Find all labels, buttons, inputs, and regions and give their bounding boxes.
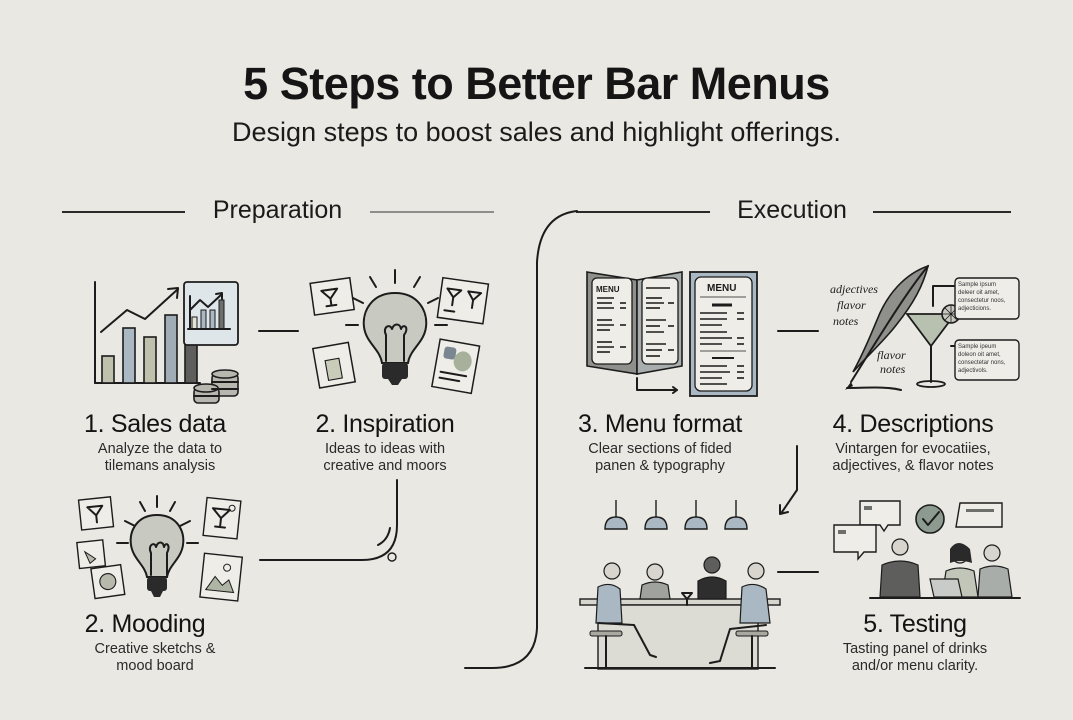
bar-scene-icon bbox=[579, 500, 781, 670]
step-4-description: Vintargen for evocatiies, adjectives, & … bbox=[832, 441, 994, 474]
step-1-sales-data: 1. Sales data Analyze the data to tilema… bbox=[60, 260, 290, 480]
step-2-inspiration: 2. Inspiration Ideas to ideas with creat… bbox=[290, 260, 510, 480]
svg-text:MENU: MENU bbox=[596, 285, 620, 294]
step-1-title: 1. Sales data bbox=[83, 410, 227, 438]
tasting-panel-icon bbox=[833, 500, 1021, 599]
step-2b-title: 2. Mooding bbox=[84, 610, 206, 638]
page-subtitle: Design steps to boost sales and highligh… bbox=[232, 117, 841, 147]
svg-text:flavor: flavor bbox=[837, 298, 866, 312]
execution-rule-left bbox=[576, 211, 710, 213]
step-5-testing: 5. Testing Tasting panel of drinks and/o… bbox=[825, 495, 1035, 685]
section-heading-preparation: Preparation bbox=[212, 196, 343, 224]
step-5-description: Tasting panel of drinks and/or menu clar… bbox=[842, 641, 988, 674]
bar-scene-illustration bbox=[570, 495, 790, 675]
step-2-title: 2. Inspiration bbox=[315, 410, 455, 438]
svg-text:adjectives: adjectives bbox=[830, 282, 878, 296]
step-2b-mooding: 2. Mooding Creative sketchs & mood board bbox=[60, 485, 280, 685]
execution-rule-right bbox=[873, 211, 1011, 213]
bar-chart-coins-icon bbox=[94, 281, 239, 404]
svg-text:MENU: MENU bbox=[707, 283, 736, 294]
preparation-rule-left bbox=[62, 211, 185, 213]
step-5-title: 5. Testing bbox=[863, 610, 967, 638]
step-2b-description: Creative sketchs & mood board bbox=[94, 641, 216, 674]
menu-cards-icon: MENU MENU bbox=[586, 271, 758, 397]
lightbulb-sketches-icon bbox=[309, 269, 490, 395]
step-3-description: Clear sections of fided panen & typograp… bbox=[588, 441, 732, 474]
quill-martini-icon: adjectives flavor notes flavor notes bbox=[830, 264, 1020, 391]
step-4-title: 4. Descriptions bbox=[832, 410, 994, 438]
page-title: 5 Steps to Better Bar Menus bbox=[243, 58, 830, 109]
step-3-menu-format: MENU MENU 3. Me bbox=[570, 262, 780, 482]
step-4-descriptions: adjectives flavor notes flavor notes Sam… bbox=[820, 262, 1050, 482]
callout-sample-text-1: Sample ipsum deleer oit amet, consectetu… bbox=[958, 282, 1006, 312]
preparation-rule-right bbox=[370, 211, 494, 213]
svg-text:flavor: flavor bbox=[877, 348, 906, 362]
callout-sample-text-2: Sample ipeum doleon oit amet, consecteta… bbox=[958, 344, 1006, 374]
step-2-description: Ideas to ideas with creative and moors bbox=[323, 441, 447, 474]
section-heading-execution: Execution bbox=[737, 196, 847, 224]
svg-text:notes: notes bbox=[880, 362, 906, 376]
step-3-title: 3. Menu format bbox=[578, 410, 742, 438]
svg-text:notes: notes bbox=[833, 314, 859, 328]
step-1-description: Analyze the data to tilemans analysis bbox=[97, 441, 223, 474]
lightbulb-mood-board-icon bbox=[76, 495, 244, 602]
